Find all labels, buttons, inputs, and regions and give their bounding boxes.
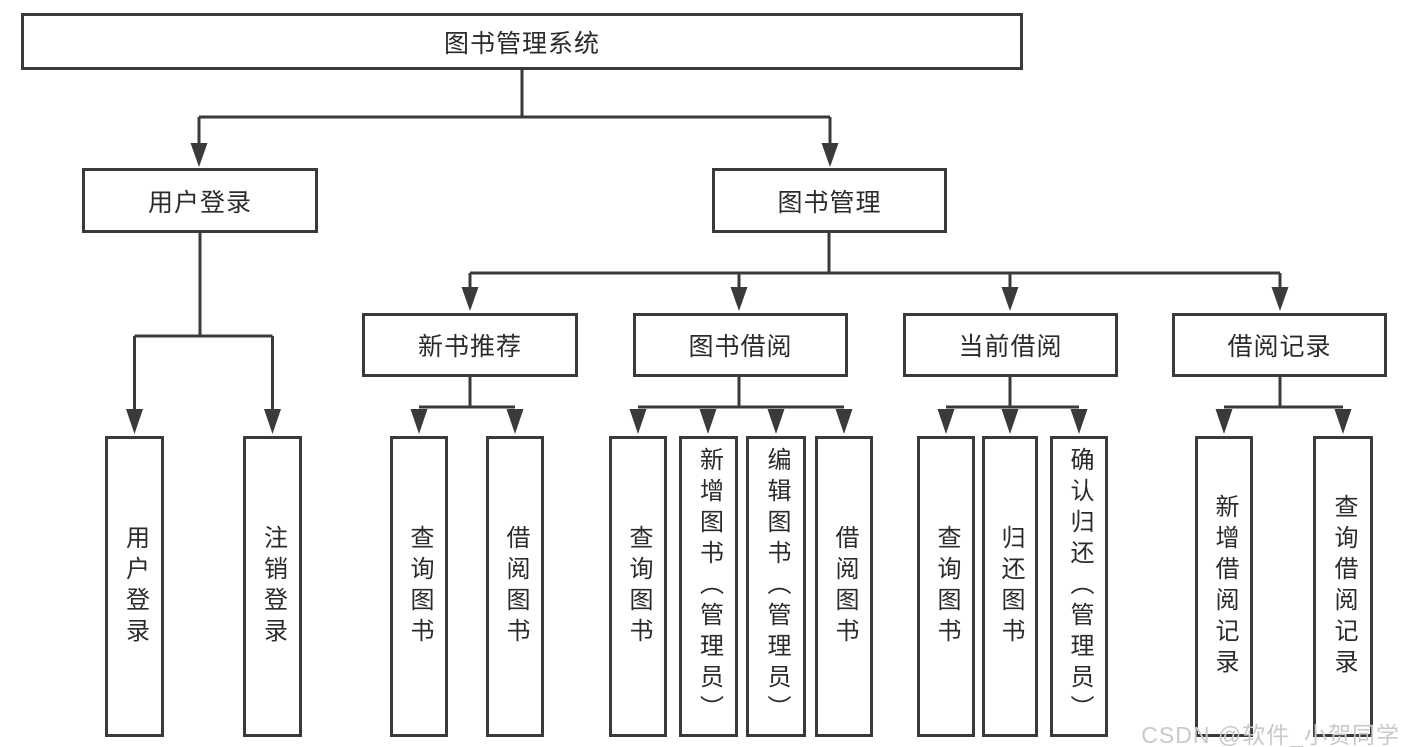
leaf-return-books: 归还图书 — [982, 436, 1038, 737]
leaf-add-books-admin: 新增图书（管理员） — [679, 436, 738, 737]
leaf-label: 注销登录 — [259, 524, 287, 649]
leaf-query-borrow-record: 查询借阅记录 — [1313, 436, 1373, 737]
connector-user-login — [133, 233, 274, 410]
arrow-icon — [126, 409, 143, 434]
arrow-icon — [264, 409, 281, 434]
connector-new-book — [419, 377, 515, 409]
node-label: 新书推荐 — [417, 333, 522, 361]
node-label: 图书借阅 — [688, 333, 793, 361]
connector-current-borrow — [946, 377, 1079, 409]
leaf-add-borrow-record: 新增借阅记录 — [1195, 436, 1253, 737]
arrow-icon — [1334, 409, 1352, 434]
node-label: 当前借阅 — [958, 333, 1063, 361]
leaf-label: 查询图书 — [625, 524, 652, 649]
leaf-label: 归还图书 — [997, 524, 1024, 649]
arrow-icon — [461, 287, 479, 311]
leaf-edit-books-admin: 编辑图书（管理员） — [746, 436, 806, 737]
leaf-label: 借阅图书 — [502, 524, 529, 649]
leaf-label: 确认归还（管理员） — [1066, 447, 1093, 726]
arrow-icon — [506, 409, 524, 434]
leaf-logout: 注销登录 — [243, 436, 302, 737]
node-current-borrowing: 当前借阅 — [903, 313, 1118, 377]
arrow-icon — [1070, 409, 1088, 434]
leaf-query-books-current: 查询图书 — [917, 436, 975, 737]
arrow-icon — [730, 287, 748, 311]
arrow-icon — [767, 409, 785, 434]
arrow-icon — [629, 409, 647, 434]
arrow-icon — [835, 409, 853, 434]
arrow-icon — [699, 409, 717, 434]
leaf-user-login: 用户登录 — [105, 436, 164, 737]
leaf-confirm-return-admin: 确认归还（管理员） — [1050, 436, 1108, 737]
node-book-management: 图书管理 — [712, 168, 947, 233]
connector-book-borrow — [638, 377, 844, 409]
arrow-icon — [937, 409, 955, 434]
arrow-icon — [1001, 287, 1019, 311]
node-borrowing-records: 借阅记录 — [1172, 313, 1387, 377]
node-label: 用户登录 — [147, 188, 252, 217]
leaf-label: 查询图书 — [933, 524, 960, 649]
connector-root — [197, 70, 832, 145]
connector-borrow-record — [1224, 377, 1343, 409]
leaf-query-books-borrow: 查询图书 — [609, 436, 667, 737]
leaf-label: 用户登录 — [121, 524, 149, 649]
leaf-label: 借阅图书 — [831, 524, 858, 649]
leaf-borrow-books: 借阅图书 — [815, 436, 873, 737]
node-user-login: 用户登录 — [82, 168, 318, 233]
leaf-borrow-books-recommend: 借阅图书 — [486, 436, 544, 737]
node-book-borrowing: 图书借阅 — [633, 313, 848, 377]
node-label: 图书管理 — [777, 188, 882, 217]
arrowheads — [126, 143, 1352, 434]
leaf-label: 查询图书 — [406, 524, 433, 649]
leaf-label: 新增图书（管理员） — [695, 447, 723, 726]
leaf-label: 查询借阅记录 — [1330, 493, 1357, 680]
node-root-system: 图书管理系统 — [21, 13, 1023, 70]
node-label: 图书管理系统 — [443, 29, 600, 58]
leaf-query-books-recommend: 查询图书 — [390, 436, 448, 737]
arrow-icon — [410, 409, 428, 434]
arrow-icon — [1215, 409, 1233, 434]
arrow-icon — [821, 143, 839, 167]
arrow-icon — [1001, 409, 1019, 434]
arrow-icon — [1271, 287, 1289, 311]
arrow-icon — [190, 143, 208, 167]
leaf-label: 编辑图书（管理员） — [763, 447, 790, 726]
node-label: 借阅记录 — [1227, 333, 1332, 361]
csdn-watermark: CSDN @软件_小贺同学 — [1141, 722, 1400, 747]
connector-book-management — [468, 233, 1282, 289]
node-new-book-recommend: 新书推荐 — [362, 313, 578, 377]
leaf-label: 新增借阅记录 — [1211, 493, 1238, 680]
